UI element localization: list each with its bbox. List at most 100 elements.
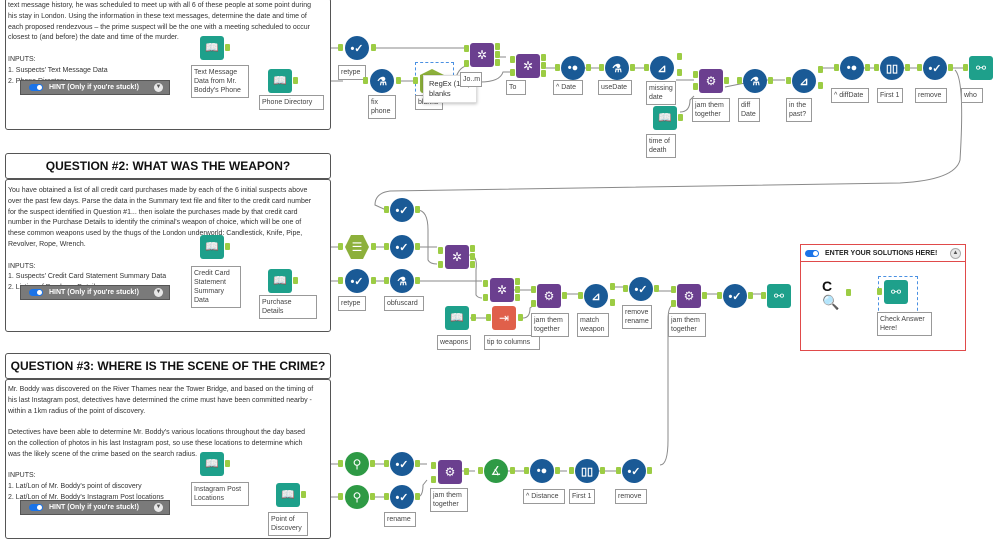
input-anchor-left[interactable]: [464, 45, 469, 52]
chevron-down-icon[interactable]: ▼: [154, 83, 163, 92]
tool-tip-to-columns[interactable]: ⇥: [492, 306, 516, 330]
input-anchor[interactable]: [737, 77, 742, 84]
question3-hint-toggle[interactable]: HINT (Only if you're stuck!) ▼: [20, 500, 170, 515]
output-anchor[interactable]: [371, 243, 376, 250]
input-anchor[interactable]: [338, 243, 343, 250]
output-anchor[interactable]: [518, 314, 523, 321]
input-anchor[interactable]: [599, 64, 604, 71]
input-anchor[interactable]: [486, 314, 491, 321]
output-anchor[interactable]: [555, 467, 560, 474]
tool-jam-together-3[interactable]: ⚙: [677, 284, 701, 308]
output-anchor[interactable]: [654, 285, 659, 292]
input-anchor-right[interactable]: [464, 60, 469, 67]
output-anchor-r[interactable]: [515, 294, 520, 301]
output-anchor-j[interactable]: [495, 51, 500, 58]
output-anchor[interactable]: [586, 64, 591, 71]
output-anchor-false[interactable]: [677, 69, 682, 76]
tool-join-3[interactable]: ✲: [445, 245, 469, 269]
tool-diff-date[interactable]: ⚗: [743, 69, 767, 93]
output-anchor[interactable]: [396, 77, 401, 84]
chevron-down-icon[interactable]: ▼: [154, 288, 163, 297]
output-anchor[interactable]: [415, 277, 420, 284]
tool-jam-together-1[interactable]: ⚙: [699, 69, 723, 93]
input-anchor[interactable]: [623, 285, 628, 292]
tool-sort-distance[interactable]: •●: [530, 459, 554, 483]
output-anchor[interactable]: [647, 467, 652, 474]
output-anchor[interactable]: [371, 277, 376, 284]
input-anchor[interactable]: [413, 77, 418, 84]
tool-who-browse[interactable]: ⚯: [969, 56, 993, 80]
input-anchor-source[interactable]: [671, 300, 676, 307]
tool-sort-date[interactable]: •●: [561, 56, 585, 80]
input-anchor-left[interactable]: [510, 56, 515, 63]
output-anchor[interactable]: [471, 314, 476, 321]
toggle-switch[interactable]: [29, 84, 43, 91]
tool-rename[interactable]: •✓: [390, 485, 414, 509]
output-anchor[interactable]: [600, 467, 605, 474]
tool-time-of-death[interactable]: 📖: [653, 106, 677, 130]
input-anchor-left[interactable]: [438, 247, 443, 254]
output-anchor[interactable]: [748, 292, 753, 299]
output-anchor[interactable]: [415, 460, 420, 467]
output-anchor[interactable]: [225, 44, 230, 51]
input-anchor[interactable]: [524, 467, 529, 474]
output-anchor[interactable]: [678, 114, 683, 121]
tool-retype-2[interactable]: •✓: [345, 269, 369, 293]
input-anchor[interactable]: [578, 292, 583, 299]
tool-use-date[interactable]: ⚗: [605, 56, 629, 80]
output-anchor[interactable]: [510, 467, 515, 474]
input-anchor-target[interactable]: [431, 462, 436, 469]
tool-text-to-columns-q2[interactable]: ☰: [345, 235, 369, 259]
output-anchor-r[interactable]: [541, 70, 546, 77]
output-anchor-true[interactable]: [818, 66, 823, 73]
question2-hint-toggle[interactable]: HINT (Only if you're stuck!) ▼: [20, 285, 170, 300]
output-anchor-l[interactable]: [541, 54, 546, 61]
tool-in-the-past[interactable]: ⊿: [792, 69, 816, 93]
input-anchor-left[interactable]: [483, 280, 488, 287]
output-anchor[interactable]: [293, 277, 298, 284]
input-anchor[interactable]: [717, 292, 722, 299]
collapse-icon[interactable]: ▲: [950, 247, 961, 259]
tool-join-4[interactable]: ✲: [490, 278, 514, 302]
input-anchor[interactable]: [834, 64, 839, 71]
tool-select-q2c[interactable]: •✓: [723, 284, 747, 308]
output-anchor[interactable]: [225, 460, 230, 467]
input-anchor[interactable]: [917, 64, 922, 71]
output-anchor[interactable]: [464, 468, 469, 475]
input-anchor-source[interactable]: [693, 83, 698, 90]
output-anchor[interactable]: [370, 460, 375, 467]
input-anchor[interactable]: [363, 77, 368, 84]
input-anchor-source[interactable]: [431, 476, 436, 483]
input-anchor[interactable]: [384, 493, 389, 500]
output-anchor[interactable]: [415, 243, 420, 250]
input-anchor[interactable]: [384, 460, 389, 467]
tool-obfuscard[interactable]: ⚗: [390, 269, 414, 293]
tool-cc-summary-input[interactable]: 📖: [200, 235, 224, 259]
tool-jam-together-4[interactable]: ⚙: [438, 460, 462, 484]
tool-phone-directory-input[interactable]: 📖: [268, 69, 292, 93]
output-anchor-j[interactable]: [541, 62, 546, 69]
tool-first-1-b[interactable]: ▯▯: [575, 459, 599, 483]
tool-retype-1[interactable]: •✓: [345, 36, 369, 60]
input-anchor-source[interactable]: [531, 300, 536, 307]
tool-weapons-input[interactable]: 📖: [445, 306, 469, 330]
toggle-switch[interactable]: [29, 504, 43, 511]
output-anchor[interactable]: [948, 64, 953, 71]
output-anchor[interactable]: [630, 64, 635, 71]
tool-macro-input[interactable]: C🔍: [822, 278, 846, 310]
output-anchor[interactable]: [225, 243, 230, 250]
tool-fix-phone[interactable]: ⚗: [370, 69, 394, 93]
input-anchor[interactable]: [384, 243, 389, 250]
input-anchor-right[interactable]: [483, 294, 488, 301]
input-anchor[interactable]: [478, 467, 483, 474]
chevron-down-icon[interactable]: ▼: [154, 503, 163, 512]
output-anchor[interactable]: [865, 64, 870, 71]
input-anchor-target[interactable]: [531, 286, 536, 293]
tool-first-1-a[interactable]: ▯▯: [880, 56, 904, 80]
input-anchor[interactable]: [338, 493, 343, 500]
input-anchor[interactable]: [616, 467, 621, 474]
output-anchor-l[interactable]: [515, 278, 520, 285]
input-anchor[interactable]: [555, 64, 560, 71]
tool-distance[interactable]: ∡: [484, 459, 508, 483]
